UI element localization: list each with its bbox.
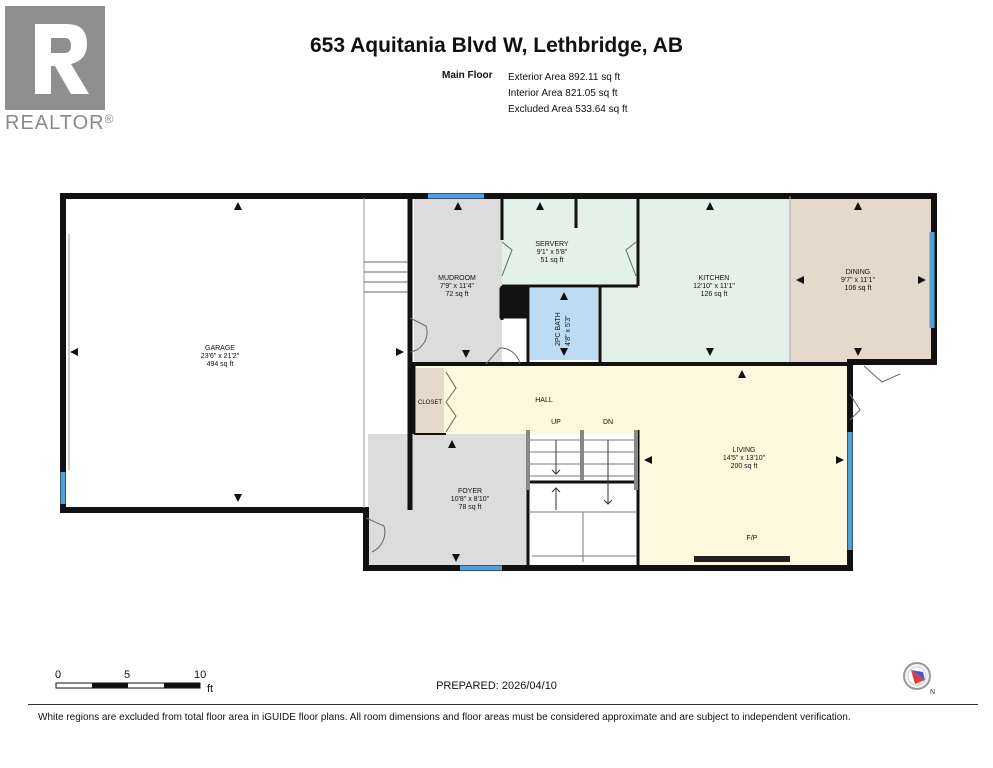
realtor-brand: REALTOR [5,112,105,134]
excluded-area: Excluded Area 533.64 sq ft [508,104,628,115]
servery-area: 51 sq ft [541,257,564,264]
living-dims: 14'5" x 13'10" [723,455,766,462]
foyer-dims: 10'8" x 8'10" [451,496,490,503]
page-title: 653 Aquitania Blvd W, Lethbridge, AB [310,34,683,57]
dining-name: DINING [846,269,871,276]
stair-up-label: UP [551,419,561,426]
servery-name: SERVERY [535,241,569,248]
kitchen-name: KITCHEN [699,275,730,282]
garage-details [68,198,365,508]
hall-name: HALL [535,397,553,404]
mudroom-fill [414,196,502,362]
realtor-logo: REALTOR® [5,6,115,134]
garage-name: GARAGE [205,345,235,352]
mudroom-dims: 7'9" x 11'4" [440,283,474,290]
mudroom-name: MUDROOM [438,275,476,282]
scale-bar: 0 5 10 ft [55,669,213,694]
door-swing [501,241,513,277]
windows [60,193,935,571]
floor-label: Main Floor [442,70,493,81]
garage-area: 494 sq ft [207,361,234,368]
servery-dims: 9'1" x 5'8" [537,249,568,256]
realtor-logo-mark [5,6,105,110]
foyer-fill [368,434,528,568]
scale-bar-segment [92,683,128,688]
door-swing [409,317,428,353]
scale-tick-5: 5 [124,669,130,681]
foyer-name: FOYER [458,488,482,495]
bath-dims: 4'8" x 5'3" [565,315,572,346]
up-arrow-icon [551,440,561,475]
dining-fill [790,196,932,362]
scale-bar-segment [164,683,200,688]
fireplace-mark [694,556,790,562]
area-list: Exterior Area 892.11 sq ft Interior Area… [508,70,628,118]
door-swing [849,393,861,421]
closet-name: CLOSET [418,400,442,406]
compass-icon: N [903,662,935,696]
return-arrow-icon [551,487,561,510]
interior-area: Interior Area 821.05 sq ft [508,88,618,99]
dining-area: 106 sq ft [845,285,872,292]
door-swing [863,365,901,383]
chase-block [499,287,529,319]
kitchen-dims: 12'10" x 11'1" [693,283,735,290]
scale-tick-0: 0 [55,669,61,681]
living-fill [638,366,850,566]
dimension-ticks [70,202,926,562]
realtor-r-icon [35,24,89,94]
garage-steps [364,261,408,293]
prepared-date: PREPARED: 2026/04/10 [436,680,557,692]
mudroom-area: 72 sq ft [446,291,469,298]
garage-dims: 23'6" x 21'2" [201,353,240,360]
exterior-area: Exterior Area 892.11 sq ft [508,72,621,83]
scale-tick-10: 10 [194,669,206,681]
fireplace-label: F/P [747,535,758,542]
registered-mark: ® [104,112,115,126]
dining-dims: 9'7" x 11'1" [841,277,875,284]
down-arrow-icon [603,440,613,505]
kitchen-fill [600,196,790,362]
closet-fill [416,368,444,434]
disclaimer-text: White regions are excluded from total fl… [38,712,851,723]
footer-divider [28,704,978,705]
stair-down-label: DN [603,419,613,426]
living-area: 200 sq ft [731,463,758,470]
kitchen-area: 126 sq ft [701,291,728,298]
entry-door [365,517,386,553]
scale-unit: ft [207,683,213,694]
stair-arrows [551,440,613,510]
doors [365,241,901,553]
foyer-area: 78 sq ft [459,504,482,511]
svg-text:N: N [930,689,935,696]
door-swing [625,241,637,277]
closet-door [445,371,457,433]
door-swing [485,347,521,365]
bath-name: 2PC BATH [555,312,562,346]
room-labels: GARAGE 23'6" x 21'2" 494 sq ft MUDROOM 7… [201,241,876,542]
living-name: LIVING [733,447,756,454]
